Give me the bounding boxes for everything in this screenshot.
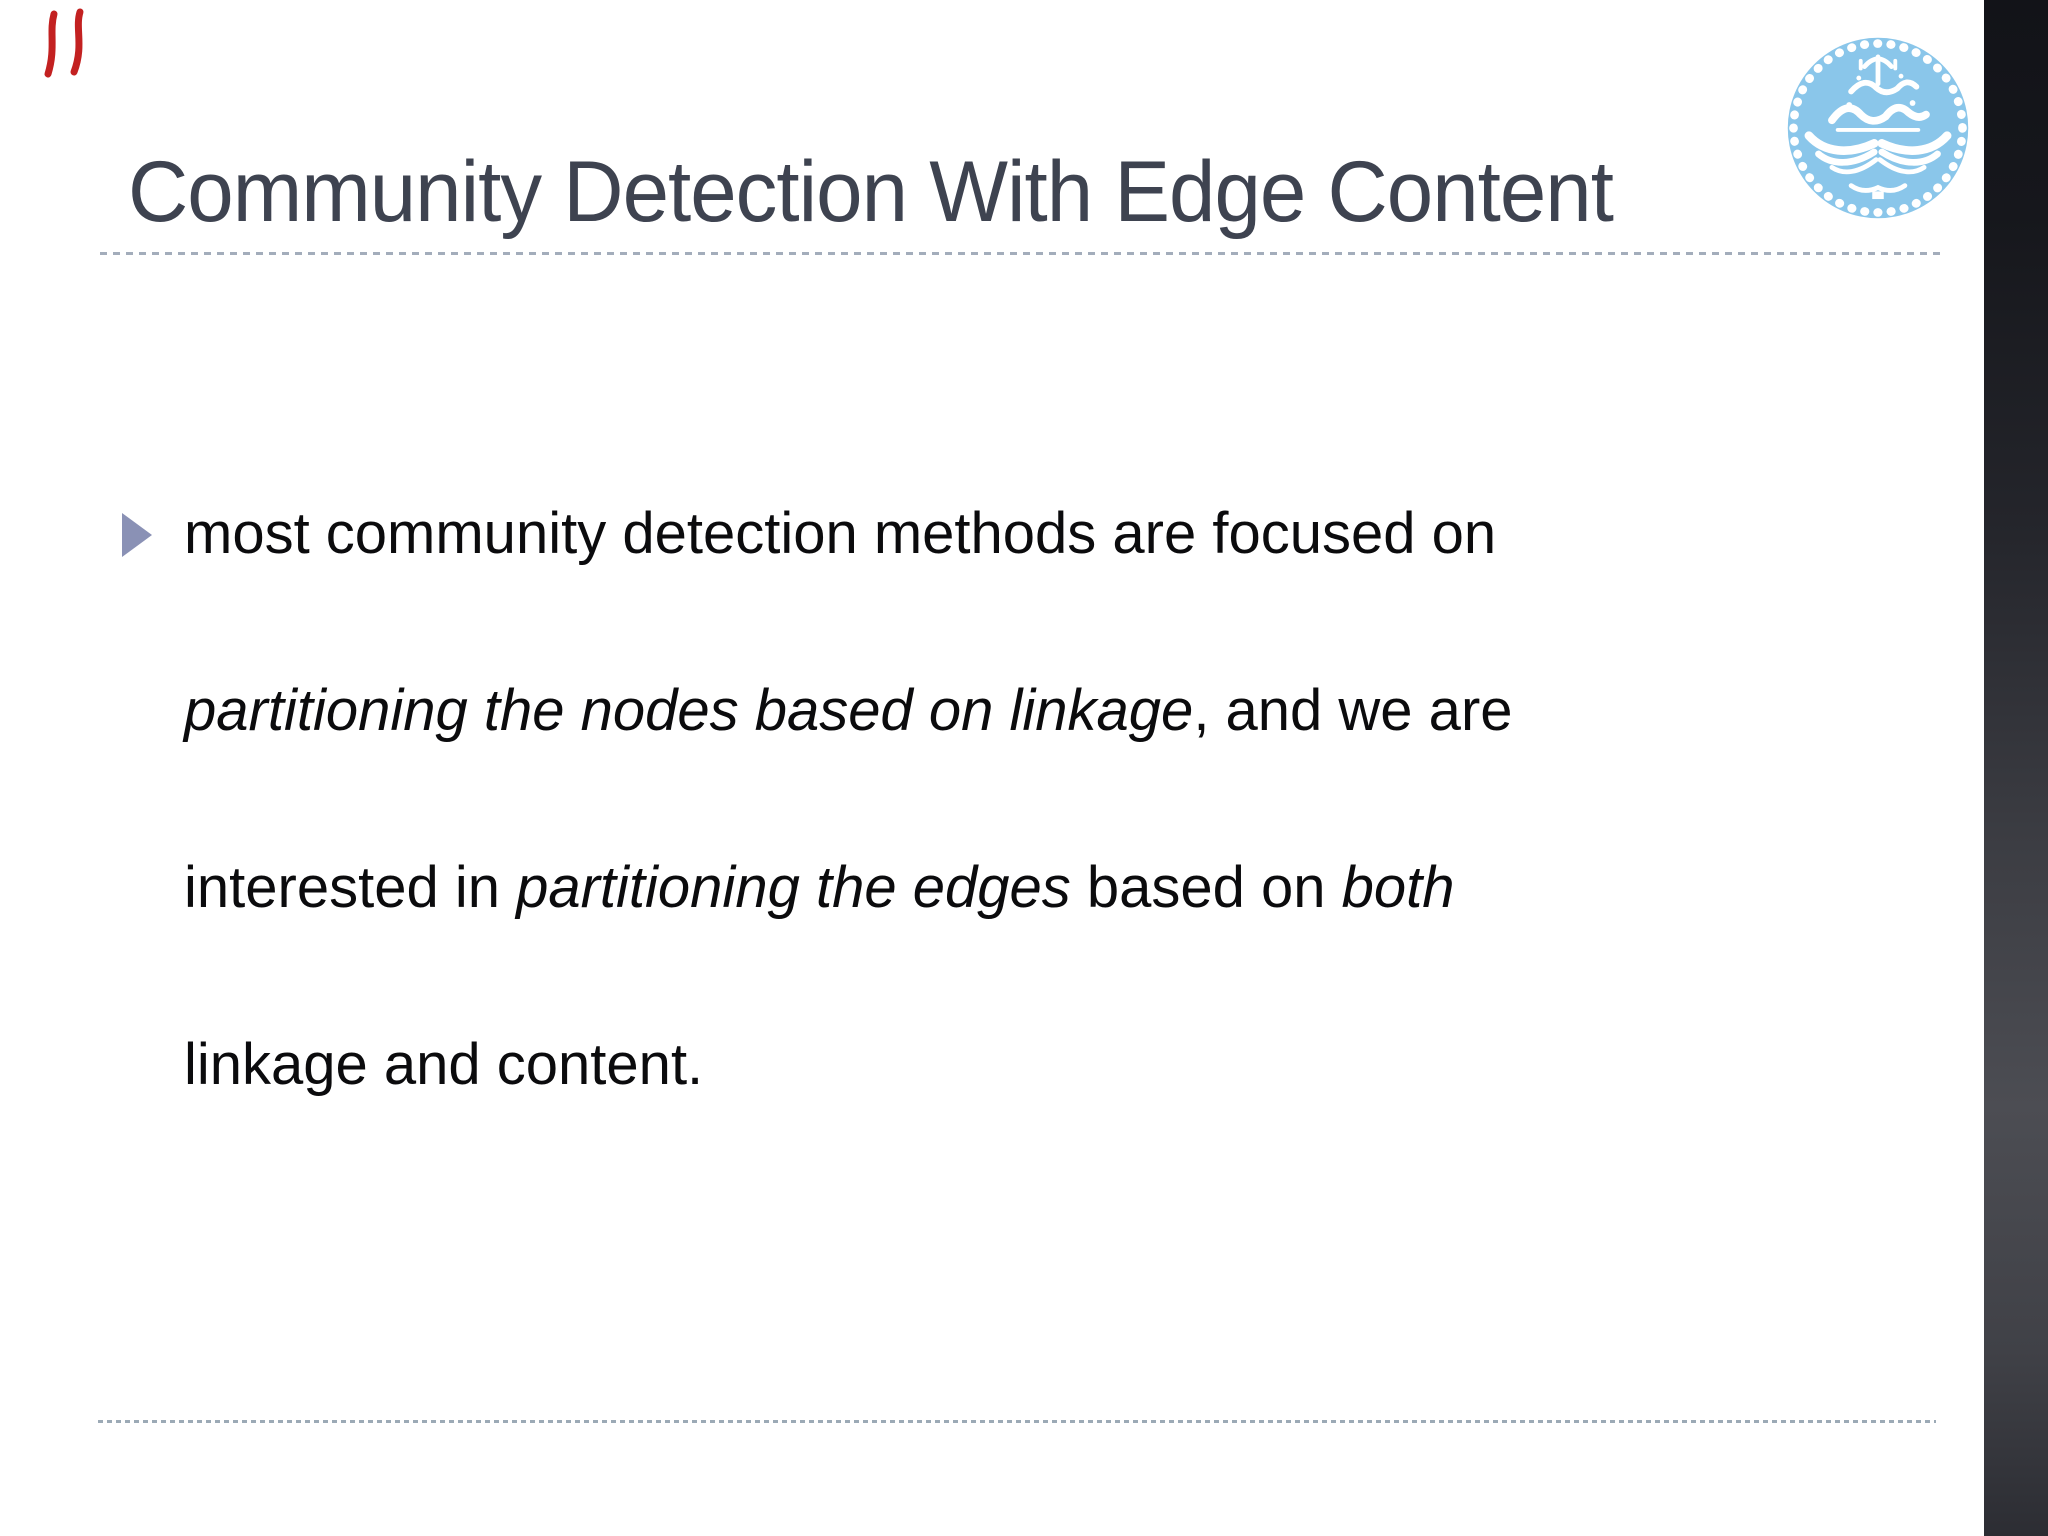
bullet-text-segment: interested in: [184, 855, 517, 920]
bullet-text-line: interested in partitioning the edges bas…: [184, 852, 1455, 924]
bullet-text-italic-segment: partitioning the nodes based on linkage: [184, 678, 1194, 743]
bullet-text-segment: , and we are: [1193, 678, 1513, 743]
bullet-text-segment: most community detection methods are foc…: [184, 501, 1497, 566]
red-pen-annotation-icon: [44, 8, 84, 78]
bullet-text-segment: based on: [1070, 855, 1342, 920]
bullet-text-line: most community detection methods are foc…: [184, 498, 1496, 570]
bullet-text-line: linkage and content.: [184, 1029, 703, 1101]
university-of-tehran-logo-icon: [1787, 37, 1969, 219]
bullet-text-italic-segment: both: [1341, 855, 1455, 920]
bullet-triangle-icon: [122, 513, 152, 557]
footer-divider-dashed-line: [98, 1420, 1936, 1423]
bullet-text-segment: linkage and content.: [184, 1032, 704, 1097]
bullet-text-line: partitioning the nodes based on linkage,…: [184, 675, 1513, 747]
title-divider-dashed-line: [100, 252, 1942, 255]
bullet-text-italic-segment: partitioning the edges: [516, 855, 1071, 920]
right-edge-dark-bar: [1984, 0, 2048, 1536]
slide-title: Community Detection With Edge Content: [128, 144, 1614, 240]
